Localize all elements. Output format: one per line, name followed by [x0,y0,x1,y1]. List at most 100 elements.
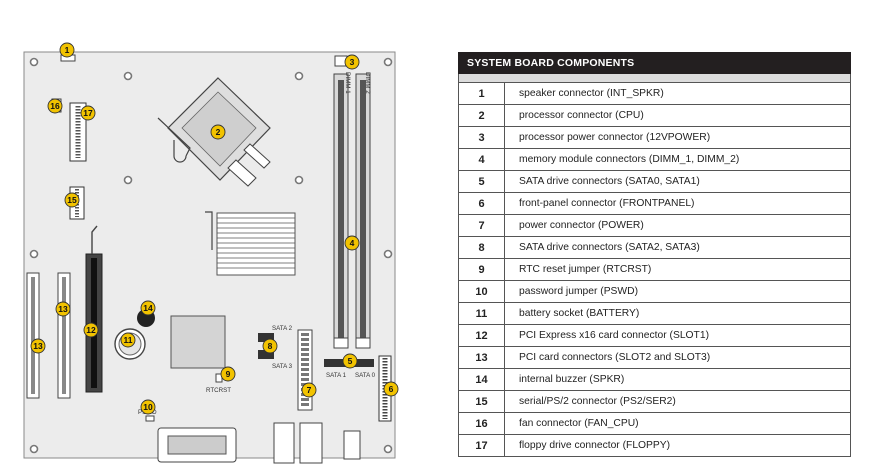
svg-text:7: 7 [307,385,312,395]
callout-13a: 13 [55,301,71,317]
component-number: 17 [458,434,505,457]
component-number: 16 [458,412,505,435]
component-description: processor connector (CPU) [504,104,851,127]
component-description: power connector (POWER) [504,214,851,237]
component-description: memory module connectors (DIMM_1, DIMM_2… [504,148,851,171]
component-description: SATA drive connectors (SATA0, SATA1) [504,170,851,193]
sata2-label: SATA 2 [272,325,293,332]
sata3-label: SATA 3 [272,363,293,370]
callout-2: 2 [210,124,226,140]
dimm1-label: DIMM 1 [344,72,351,94]
component-description: floppy drive connector (FLOPPY) [504,434,851,457]
callout-8: 8 [262,338,278,354]
svg-text:2: 2 [216,127,221,137]
io-controller-chip [170,315,226,369]
svg-text:13: 13 [33,341,43,351]
component-number: 9 [458,258,505,281]
svg-text:13: 13 [58,304,68,314]
rtcrst-label: RTCRST [206,387,231,394]
system-board-diagram: DIMM 1 DIMM 2 RTCRST PSWD SATA 2 SATA 3 [23,42,399,464]
callout-7: 7 [301,382,317,398]
callout-6: 6 [383,381,399,397]
svg-text:8: 8 [268,341,273,351]
floppy-connector [69,102,87,162]
component-description: SATA drive connectors (SATA2, SATA3) [504,236,851,259]
component-description: fan connector (FAN_CPU) [504,412,851,435]
dimm2-label: DIMM 2 [364,72,371,94]
memory-slots [333,73,371,349]
component-number: 10 [458,280,505,303]
callout-4: 4 [344,235,360,251]
svg-text:3: 3 [350,57,355,67]
callout-17: 17 [80,105,96,121]
callout-14: 14 [140,300,156,316]
svg-text:1: 1 [65,45,70,55]
callout-13b: 13 [30,338,46,354]
svg-text:9: 9 [226,369,231,379]
component-description: RTC reset jumper (RTCRST) [504,258,851,281]
svg-text:17: 17 [83,108,93,118]
svg-text:12: 12 [86,325,96,335]
callout-3: 3 [344,54,360,70]
svg-text:15: 15 [67,195,77,205]
table-header-spacer [458,74,851,82]
component-description: serial/PS/2 connector (PS2/SER2) [504,390,851,413]
svg-text:5: 5 [348,356,353,366]
component-description: PCI Express x16 card connector (SLOT1) [504,324,851,347]
component-number: 12 [458,324,505,347]
pcie-x16-slot [85,225,103,393]
component-number: 13 [458,346,505,369]
svg-text:4: 4 [350,238,355,248]
component-number: 5 [458,170,505,193]
table-title: SYSTEM BOARD COMPONENTS [458,52,851,74]
svg-text:14: 14 [143,303,153,313]
mounting-holes [29,57,393,454]
svg-text:6: 6 [389,384,394,394]
power-connector [297,329,313,411]
component-number: 2 [458,104,505,127]
password-jumper [145,415,155,422]
callout-15: 15 [64,192,80,208]
callout-1: 1 [59,42,75,58]
sata1-label: SATA 1 [326,372,347,379]
sata-2-3-connectors [258,333,274,359]
component-number: 15 [458,390,505,413]
callout-9: 9 [220,366,236,382]
callout-10: 10 [140,399,156,415]
callout-5: 5 [342,353,358,369]
svg-text:16: 16 [50,101,60,111]
callout-16: 16 [47,98,63,114]
svg-text:10: 10 [143,402,153,412]
component-number: 8 [458,236,505,259]
component-number: 4 [458,148,505,171]
rear-io-ports [157,422,361,464]
sata-0-1-connectors [324,359,374,367]
component-number: 11 [458,302,505,325]
sata0-label: SATA 0 [355,372,376,379]
component-description: front-panel connector (FRONTPANEL) [504,192,851,215]
component-number: 6 [458,192,505,215]
component-number: 14 [458,368,505,391]
callout-12: 12 [83,322,99,338]
component-number: 1 [458,82,505,105]
svg-text:11: 11 [124,335,133,345]
